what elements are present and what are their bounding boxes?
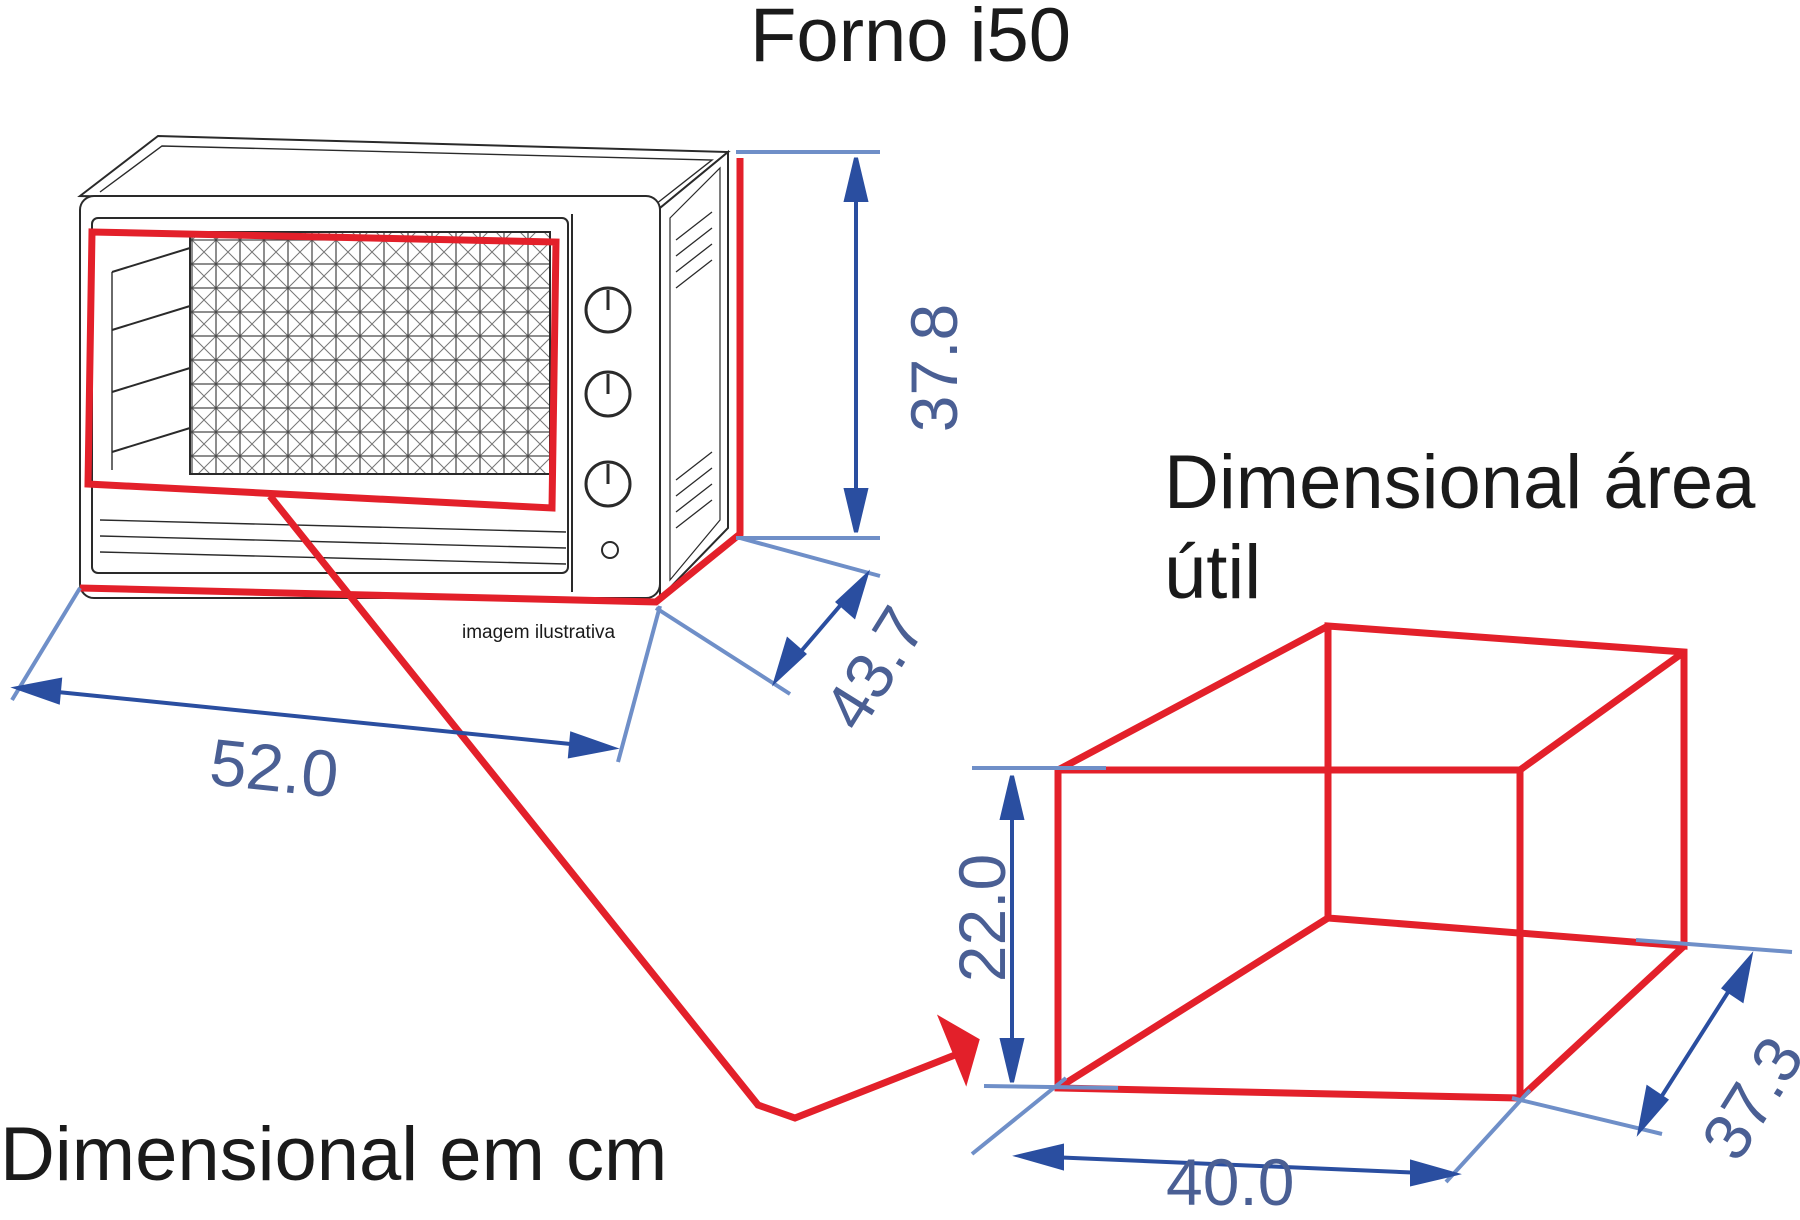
pointer-arrow-line [267, 493, 957, 1122]
box-front-face [1054, 766, 1524, 1102]
external-dimension-arrows [10, 157, 871, 759]
page-title: Forno i50 [750, 0, 1072, 78]
internal-dimension-arrows [999, 775, 1754, 1187]
useful-area-title-line2: útil [1164, 530, 1262, 615]
internal-dimension-lines [970, 766, 1793, 1184]
inner-cavity-outline [84, 228, 560, 512]
illustrative-image-caption: imagem ilustrativa [462, 622, 616, 643]
internal-width-value: 40.0 [1166, 1145, 1295, 1219]
useful-area-box [1054, 622, 1688, 1102]
internal-height-value: 22.0 [945, 853, 1020, 983]
box-back-face [1324, 622, 1688, 950]
oven-highlight [79, 158, 980, 1122]
useful-area-title-line1: Dimensional área [1164, 440, 1756, 525]
external-height-value: 37.8 [897, 303, 972, 433]
external-dimension-lines [10, 150, 881, 763]
pointer-arrow-head [936, 1014, 980, 1087]
units-label: Dimensional em cm [0, 1112, 668, 1197]
useful-area-title: Dimensional área útil [1164, 438, 1755, 618]
oven-base-edge [79, 158, 744, 606]
external-width-value: 52.0 [206, 724, 342, 812]
oven-illustration [77, 134, 731, 601]
